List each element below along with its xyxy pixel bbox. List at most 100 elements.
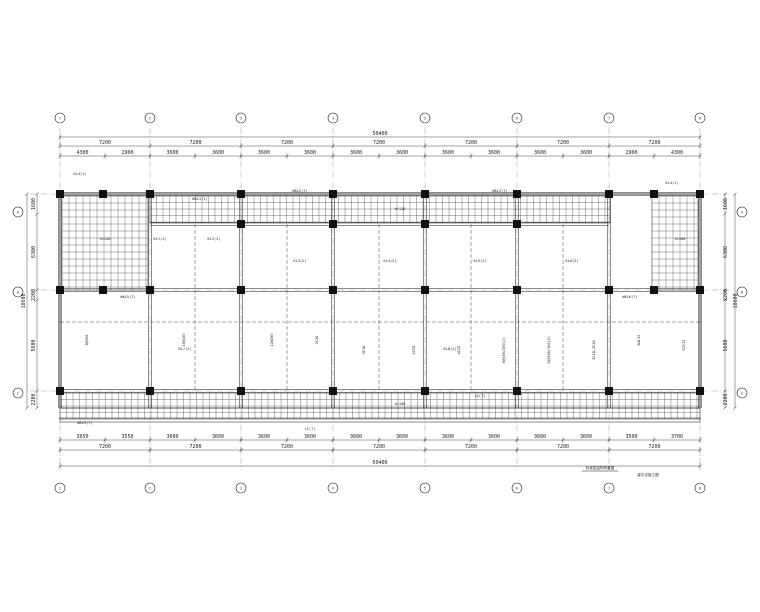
column (513, 190, 521, 198)
dim-bot-sub-text: 3600 (580, 434, 592, 440)
axis-label-bottom: 8 (699, 487, 701, 491)
beam-label-mid: KL4(2) (384, 259, 397, 263)
beam-label-mid: WKL6(7) (622, 295, 637, 299)
dim-bot-sub-text: 3600 (212, 434, 224, 440)
dim-top-sub-text: 3600 (304, 150, 316, 156)
dim-top-bays-text: 7200 (99, 140, 111, 146)
beam-label-top: WKL2(7) (292, 189, 307, 193)
axis-label-top: 7 (608, 117, 610, 121)
dim-top-sub-text: 3600 (442, 150, 454, 156)
rebar-note: 2C20 (412, 346, 416, 355)
dim-bot-bays-text: 7200 (189, 444, 201, 450)
column (329, 387, 337, 395)
axis-label-bottom: 2 (149, 487, 151, 491)
dim-bot-bays-text: 7200 (373, 444, 385, 450)
column (56, 387, 64, 395)
dim-left-text: 6300 (31, 246, 37, 258)
beam-label-bottom: WKL9(7) (77, 421, 92, 425)
drawing-title: 标准层结构布置图 (586, 465, 615, 470)
rebar-note: 2C18;2C20 (592, 340, 596, 359)
axis-bubble-bottom (419, 482, 431, 494)
dim-top-sub-text: 3600 (534, 150, 546, 156)
dim-right-text: 1600 (723, 198, 729, 210)
slab-thickness-label: h=100 (675, 237, 686, 241)
beam-label-top: WKL3(7) (492, 189, 507, 193)
dim-right-total-tick (733, 192, 737, 196)
dim-top-bays-text: 7200 (189, 140, 201, 146)
column (696, 387, 704, 395)
dim-left-total-text: 18600 (21, 293, 27, 308)
axis-label-bottom: 5 (424, 487, 426, 491)
dim-bot-sub-text: 3700 (671, 434, 683, 440)
column (696, 286, 704, 294)
dim-bot-bays-text: 7200 (648, 444, 660, 450)
dim-bot-total-text: 50400 (372, 460, 387, 466)
dim-right-text: 6300 (723, 246, 729, 258)
dim-bot-sub-text: 3500 (625, 434, 637, 440)
beam-label-bottom: L1(7) (305, 427, 316, 431)
dim-bot-sub-text: 3600 (350, 434, 362, 440)
dim-left-tick (35, 406, 39, 410)
axis-label-top: 2 (149, 117, 151, 121)
axis-bubble-bottom (603, 482, 615, 494)
slab-hatch-east-edge (651, 195, 699, 291)
dim-top-bays-text: 7200 (648, 140, 660, 146)
dim-right-tick (723, 192, 727, 196)
dim-bot-bays-text: 7200 (465, 444, 477, 450)
dim-top-bays-text: 7200 (465, 140, 477, 146)
column (56, 286, 64, 294)
axis-bubble-top (419, 112, 431, 124)
axis-bubble-left (12, 387, 24, 399)
axis-label-bottom: 7 (608, 487, 610, 491)
column (99, 190, 107, 198)
dim-right-tick (723, 212, 727, 216)
rebar-note: 4C22 (457, 346, 461, 355)
dim-left-text: 2200 (31, 289, 37, 301)
axis-bubble-top (694, 112, 706, 124)
column (513, 286, 521, 294)
dim-top-sub-text: 3600 (258, 150, 270, 156)
axis-label-top: 5 (424, 117, 426, 121)
axis-label-top: 4 (332, 117, 334, 121)
dim-bot-sub-text: 3600 (534, 434, 546, 440)
column (650, 286, 658, 294)
column (99, 286, 107, 294)
dim-left-text: 5600 (31, 339, 37, 351)
column (513, 387, 521, 395)
axis-bubble-left (12, 286, 24, 298)
slab-thickness-label: h=120 (395, 207, 406, 211)
axis-label-top: 3 (240, 117, 242, 121)
column (329, 286, 337, 294)
slab-hatch-north-edge (149, 195, 611, 224)
column (605, 286, 613, 294)
dim-top-sub-text: 3600 (350, 150, 362, 156)
beam-label-mid: KL7(2) (179, 347, 192, 351)
axis-bubble-top (235, 112, 247, 124)
beam-label-mid: WKL5(7) (120, 295, 135, 299)
beam-label-top: KL4(1) (666, 181, 679, 185)
column (237, 387, 245, 395)
dim-bot-sub-text: 3650 (76, 434, 88, 440)
column (650, 190, 658, 198)
column (605, 387, 613, 395)
beam-label-mid: KL5(2) (474, 259, 487, 263)
dim-top-sub-text: 4300 (76, 150, 88, 156)
column (146, 190, 154, 198)
axis-label-top: 6 (516, 117, 518, 121)
dim-top-sub-text: 3600 (166, 150, 178, 156)
axis-bubble-right (736, 387, 748, 399)
rebar-note: 10@100/150(2) (547, 336, 551, 364)
axis-label-top: 1 (59, 117, 61, 121)
column (696, 190, 704, 198)
axis-label-bottom: 4 (332, 487, 334, 491)
column (421, 220, 429, 228)
dim-bot-sub-text: 3600 (166, 434, 178, 440)
axis-bubble-bottom (54, 482, 66, 494)
axis-bubble-top (54, 112, 66, 124)
axis-label-right: A (741, 211, 743, 215)
dim-right-text: 2200 (723, 393, 729, 405)
dim-bot-sub-text: 3550 (121, 434, 133, 440)
rebar-note: 3C18 (362, 346, 366, 355)
dim-right-tick (723, 389, 727, 393)
dim-top-bays-text: 7200 (557, 140, 569, 146)
